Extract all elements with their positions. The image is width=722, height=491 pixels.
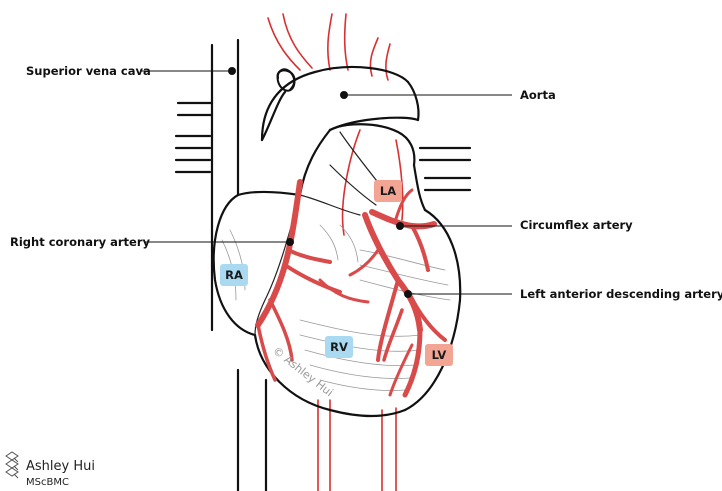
coronary-arteries: [255, 179, 447, 398]
aorta-dot: [340, 91, 348, 99]
rca-label: Right coronary artery: [10, 235, 151, 249]
lad-label: Left anterior descending artery: [520, 287, 722, 301]
lad-dot: [404, 290, 412, 298]
chamber-lv-label: LV: [432, 348, 447, 362]
aorta-label: Aorta: [520, 88, 556, 102]
svc-label: Superior vena cava: [26, 64, 151, 78]
chamber-badge-ra: RA: [220, 264, 248, 286]
circumflex-label: Circumflex artery: [520, 218, 633, 232]
signature-name: Ashley Hui: [26, 459, 95, 474]
aorta-shape: [260, 65, 420, 206]
lad-vessel: [362, 212, 423, 333]
background-vessels: [267, 13, 404, 491]
chamber-badge-lv: LV: [425, 344, 453, 366]
leader-lines: [140, 67, 512, 298]
rca-dot: [286, 238, 294, 246]
circumflex-dot: [396, 222, 404, 230]
pulmonary-veins: [174, 101, 472, 192]
chamber-badge-rv: RV: [325, 336, 353, 358]
svc-dot: [228, 67, 236, 75]
vena-cava: [210, 38, 268, 491]
signature-credential: MScBMC: [26, 477, 69, 488]
chamber-badge-la: LA: [374, 180, 402, 202]
signature-logo-icon: [5, 451, 19, 479]
heart-outline: [212, 163, 462, 418]
chamber-la-label: LA: [380, 184, 396, 198]
chamber-ra-label: RA: [225, 268, 243, 282]
chamber-rv-label: RV: [330, 340, 348, 354]
